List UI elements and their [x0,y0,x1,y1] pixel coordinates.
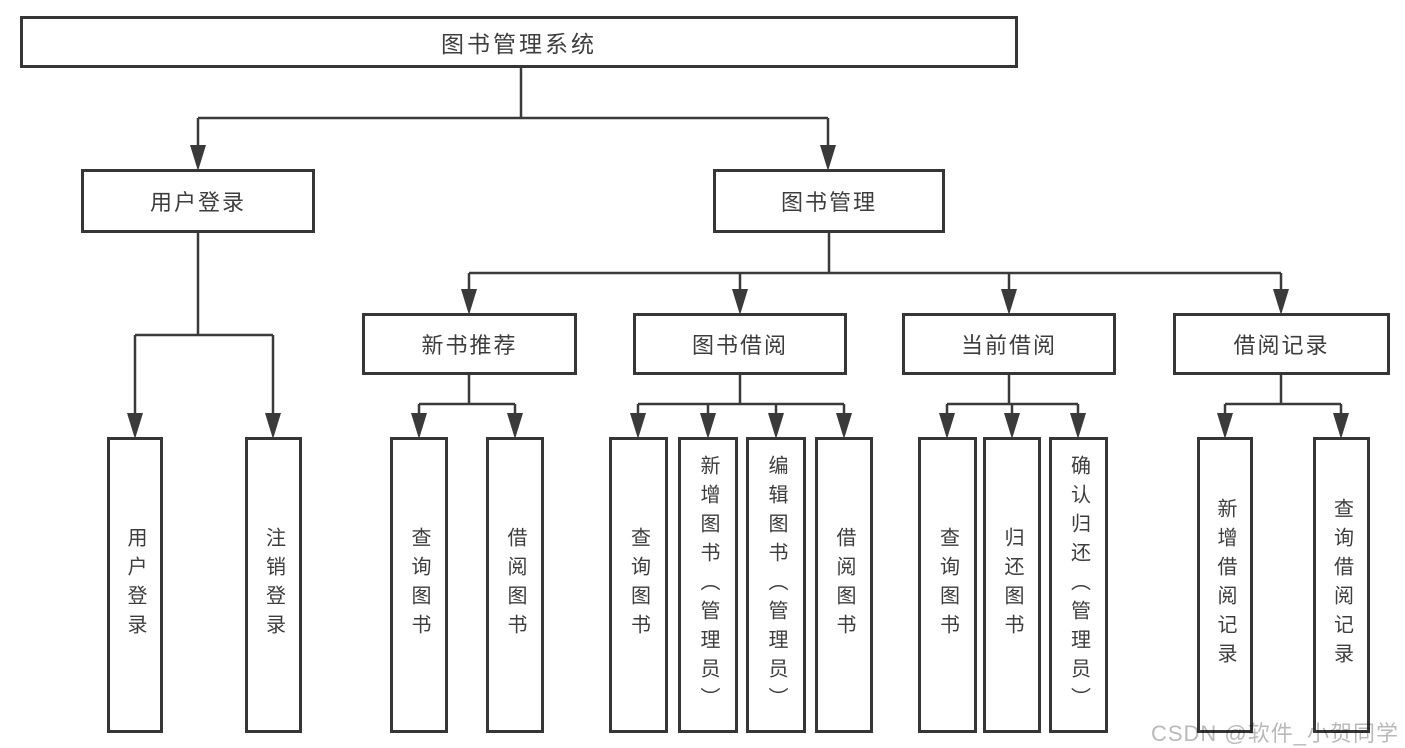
leaf-label: 用户登录 [124,527,146,643]
leaf-label: 查询图书 [627,527,650,643]
leaf-label: 确认归还（管理员） [1067,454,1090,716]
node-leaf-user-login: 用户登录 [107,437,163,733]
node-leaf-current-confirm-admin: 确认归还（管理员） [1049,437,1108,733]
leaf-label: 编辑图书（管理员） [765,454,787,716]
node-leaf-current-query: 查询图书 [918,437,977,733]
node-leaf-newbook-borrow: 借阅图书 [486,437,544,733]
node-leaf-borrow-edit-admin: 编辑图书（管理员） [746,437,806,733]
leaf-label: 查询图书 [408,527,430,643]
leaf-label: 借阅图书 [504,527,526,643]
node-root-title: 图书管理系统 [20,16,1018,68]
node-book-management: 图书管理 [713,169,945,233]
node-leaf-record-query: 查询借阅记录 [1313,437,1370,733]
node-leaf-logout: 注销登录 [245,437,302,733]
node-user-login-group: 用户登录 [81,169,315,233]
node-leaf-borrow-add-admin: 新增图书（管理员） [678,437,738,733]
node-new-book-recommend: 新书推荐 [362,313,577,375]
node-book-borrow: 图书借阅 [633,313,847,375]
leaf-label: 注销登录 [262,527,285,643]
node-current-borrow: 当前借阅 [902,313,1116,375]
node-leaf-borrow-query: 查询图书 [609,437,668,733]
leaf-label: 借阅图书 [833,527,855,643]
leaf-label: 查询借阅记录 [1330,498,1353,672]
leaf-label: 查询图书 [936,527,959,643]
csdn-watermark: CSDN @软件_小贺同学 [1150,721,1399,746]
node-leaf-borrow-borrow: 借阅图书 [815,437,873,733]
leaf-label: 归还图书 [1001,527,1023,643]
node-leaf-record-add: 新增借阅记录 [1197,437,1253,733]
leaf-label: 新增借阅记录 [1214,498,1236,672]
node-leaf-newbook-query: 查询图书 [390,437,448,733]
leaf-label: 新增图书（管理员） [697,454,719,716]
node-borrow-records: 借阅记录 [1173,313,1390,375]
node-leaf-current-return: 归还图书 [983,437,1041,733]
